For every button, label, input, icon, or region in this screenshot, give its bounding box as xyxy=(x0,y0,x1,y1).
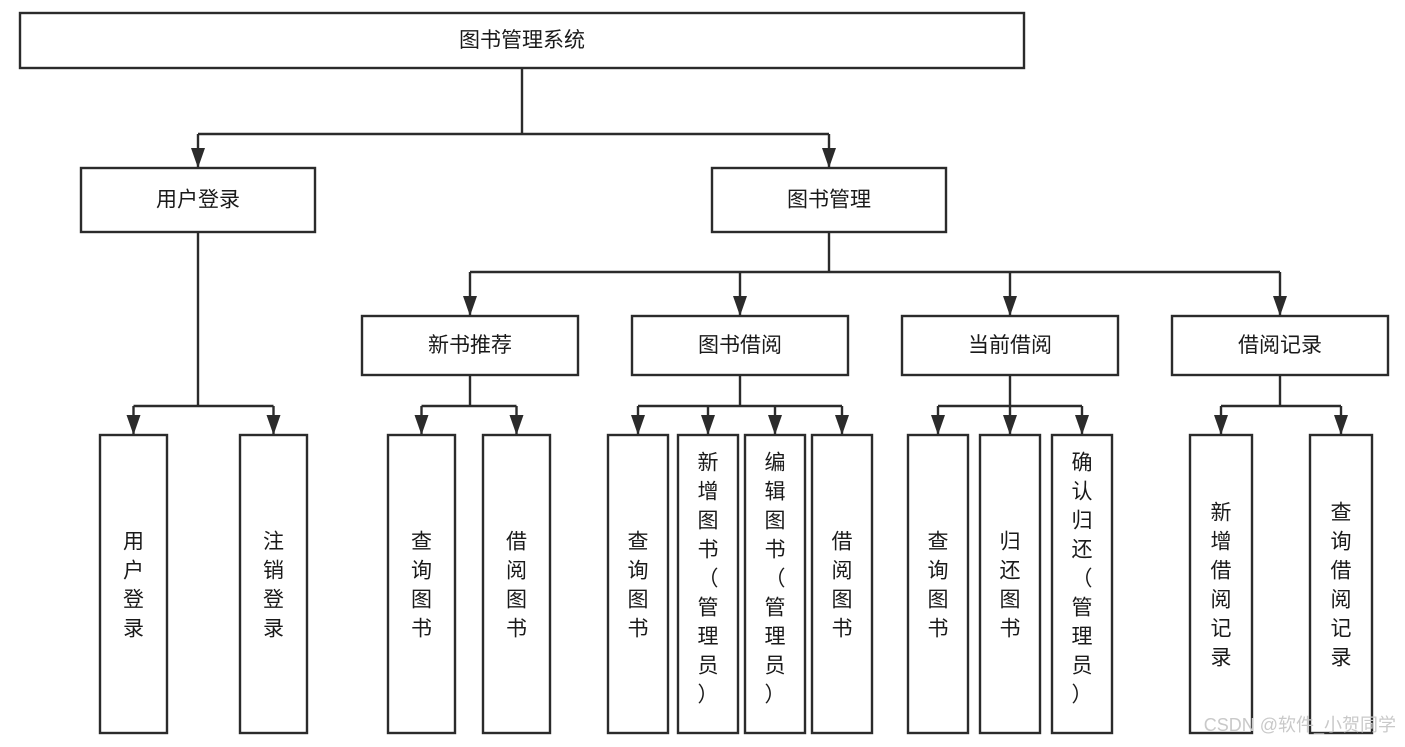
node-box[interactable] xyxy=(810,433,874,735)
node-label: 图书管理 xyxy=(787,189,871,212)
node-level3-current-borrow[interactable]: 当前借阅 xyxy=(900,314,1120,377)
node-label: 查询借阅记录 xyxy=(1331,502,1352,670)
node-box[interactable] xyxy=(710,166,948,234)
node-label: 当前借阅 xyxy=(968,334,1052,357)
node-box[interactable] xyxy=(900,314,1120,377)
node-box[interactable] xyxy=(1050,433,1114,735)
node-label: 图书借阅 xyxy=(698,334,782,357)
watermark-layer: CSDN @软件_小贺同学 xyxy=(1204,715,1396,736)
node-box[interactable] xyxy=(743,433,807,735)
node-box[interactable] xyxy=(978,433,1042,735)
arrow-head-icon xyxy=(266,415,281,435)
node-leaf-leaf-query-book-recommend[interactable]: 查询图书 xyxy=(386,433,457,735)
node-box[interactable] xyxy=(98,433,169,735)
arrow-head-icon xyxy=(1003,415,1017,435)
node-level2-user-login[interactable]: 用户登录 xyxy=(79,166,317,234)
node-label: 确认归还（管理员） xyxy=(1072,452,1093,707)
node-label: 查询图书 xyxy=(628,531,649,641)
arrow-head-icon xyxy=(631,415,645,435)
node-label: 借阅记录 xyxy=(1238,334,1322,357)
node-leaf-leaf-edit-book[interactable]: 编辑图书（管理员） xyxy=(743,433,807,735)
node-leaf-leaf-add-borrow-record[interactable]: 新增借阅记录 xyxy=(1188,433,1254,735)
node-level2-book-manage[interactable]: 图书管理 xyxy=(710,166,948,234)
arrow-head-icon xyxy=(463,296,477,316)
node-leaf-leaf-borrow-book-recommend[interactable]: 借阅图书 xyxy=(481,433,552,735)
arrow-head-icon xyxy=(822,148,836,168)
node-label: 用户登录 xyxy=(156,189,240,212)
node-leaf-leaf-return-book[interactable]: 归还图书 xyxy=(978,433,1042,735)
node-box[interactable] xyxy=(906,433,970,735)
arrow-head-icon xyxy=(733,296,747,316)
arrow-head-icon xyxy=(1273,296,1287,316)
node-box[interactable] xyxy=(238,433,309,735)
node-label: 查询图书 xyxy=(411,531,432,641)
node-leaf-leaf-query-book-current[interactable]: 查询图书 xyxy=(906,433,970,735)
arrow-head-icon xyxy=(835,415,849,435)
arrow-head-icon xyxy=(1334,415,1348,435)
node-label: 新增图书（管理员） xyxy=(698,452,719,707)
node-leaf-leaf-user-logout[interactable]: 注销登录 xyxy=(238,433,309,735)
node-box[interactable] xyxy=(360,314,580,377)
node-box[interactable] xyxy=(630,314,850,377)
node-label: 归还图书 xyxy=(1000,531,1021,641)
node-box[interactable] xyxy=(386,433,457,735)
arrow-head-icon xyxy=(414,415,429,435)
node-label: 借阅图书 xyxy=(832,531,853,641)
arrow-head-icon xyxy=(931,415,945,435)
node-level3-borrow-record[interactable]: 借阅记录 xyxy=(1170,314,1390,377)
arrow-head-icon xyxy=(126,415,141,435)
arrow-head-icon xyxy=(768,415,782,435)
node-box[interactable] xyxy=(606,433,670,735)
node-label: 用户登录 xyxy=(123,531,144,641)
node-label: 编辑图书（管理员） xyxy=(765,452,786,707)
node-label: 新增借阅记录 xyxy=(1211,502,1232,670)
arrow-head-icon xyxy=(1003,296,1017,316)
node-leaf-leaf-add-book[interactable]: 新增图书（管理员） xyxy=(676,433,740,735)
node-label: 查询图书 xyxy=(928,531,949,641)
node-leaf-leaf-confirm-return[interactable]: 确认归还（管理员） xyxy=(1050,433,1114,735)
node-box[interactable] xyxy=(676,433,740,735)
node-leaf-leaf-query-book-borrow[interactable]: 查询图书 xyxy=(606,433,670,735)
arrow-head-icon xyxy=(701,415,715,435)
node-box[interactable] xyxy=(1170,314,1390,377)
node-box[interactable] xyxy=(79,166,317,234)
nodes-layer: 图书管理系统用户登录图书管理新书推荐图书借阅当前借阅借阅记录用户登录注销登录查询… xyxy=(18,11,1390,735)
node-level3-book-borrow[interactable]: 图书借阅 xyxy=(630,314,850,377)
arrow-head-icon xyxy=(509,415,524,435)
node-label: 图书管理系统 xyxy=(459,29,585,52)
arrow-head-icon xyxy=(1214,415,1228,435)
node-box[interactable] xyxy=(481,433,552,735)
node-leaf-leaf-query-borrow-record[interactable]: 查询借阅记录 xyxy=(1308,433,1374,735)
node-leaf-leaf-borrow-book[interactable]: 借阅图书 xyxy=(810,433,874,735)
arrow-head-icon xyxy=(1075,415,1089,435)
node-label: 借阅图书 xyxy=(506,531,527,641)
node-leaf-leaf-user-login[interactable]: 用户登录 xyxy=(98,433,169,735)
node-box[interactable] xyxy=(18,11,1026,70)
node-box[interactable] xyxy=(1188,433,1254,735)
connectors-layer xyxy=(126,68,1348,435)
node-label: 新书推荐 xyxy=(428,334,512,357)
node-level3-new-book-recommend[interactable]: 新书推荐 xyxy=(360,314,580,377)
arrow-head-icon xyxy=(191,148,205,168)
csdn-watermark: CSDN @软件_小贺同学 xyxy=(1204,715,1396,736)
node-root[interactable]: 图书管理系统 xyxy=(18,11,1026,70)
node-box[interactable] xyxy=(1308,433,1374,735)
node-label: 注销登录 xyxy=(263,531,284,641)
